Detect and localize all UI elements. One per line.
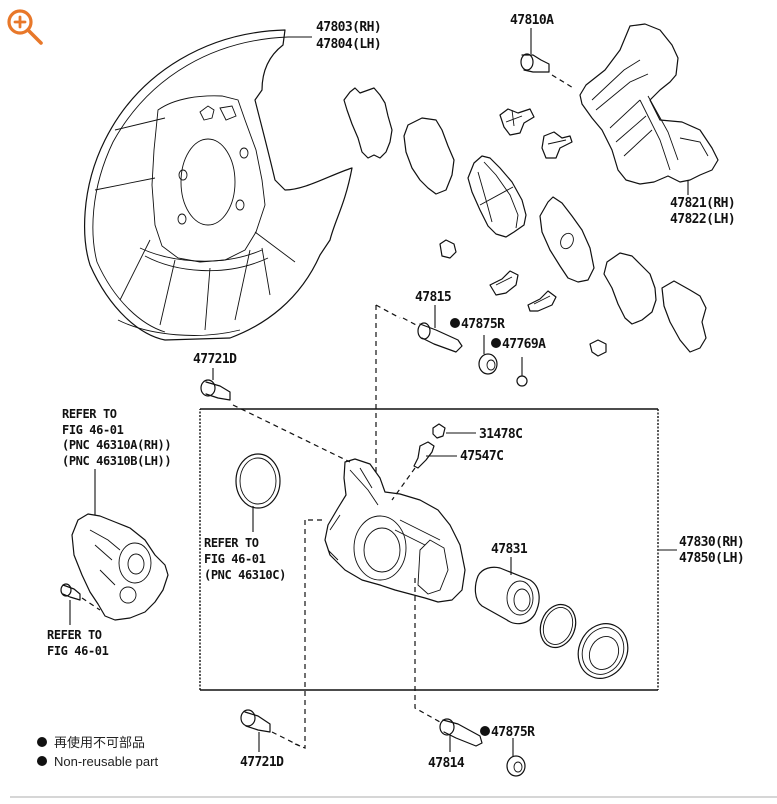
pad-support-plate-2[interactable] <box>541 131 573 159</box>
small-clip[interactable] <box>589 339 607 357</box>
label-47875r-lower[interactable]: 47875R <box>491 725 536 740</box>
non-reusable-dot <box>450 318 460 328</box>
bolt-47721d-top[interactable] <box>200 379 231 401</box>
dash-bolt-bottom <box>294 520 306 749</box>
bush-47875r-upper[interactable] <box>478 353 498 375</box>
refer-seal-line-1[interactable]: REFER TO <box>204 536 259 550</box>
cylinder-boot[interactable] <box>569 615 636 686</box>
caliper-mounting-bracket[interactable] <box>579 23 719 185</box>
anti-squeal-shim-4[interactable] <box>661 280 707 353</box>
refer-knuckle-line-3[interactable]: (PNC 46310A(RH)) <box>62 438 172 452</box>
dash-47810a <box>551 74 576 90</box>
pad-support-plate-3[interactable] <box>489 270 519 296</box>
dash-bleeder <box>391 467 416 501</box>
legend-item-english: Non-reusable part <box>54 754 158 769</box>
label-47822[interactable]: 47822(LH) <box>670 212 736 227</box>
dash-bolt-top <box>232 404 351 463</box>
knuckle-bolt[interactable] <box>60 583 81 601</box>
refer-knuckle-line-4[interactable]: (PNC 46310B(LH)) <box>62 454 172 468</box>
pad-support-plate-4[interactable] <box>527 290 557 312</box>
zoom-in-icon <box>7 9 43 45</box>
legend-dot <box>37 756 47 766</box>
label-47721d-bottom[interactable]: 47721D <box>240 755 285 770</box>
slide-pin-upper[interactable] <box>417 322 463 353</box>
pad-support-plate-1[interactable] <box>499 108 535 136</box>
brake-pad-inner[interactable] <box>467 155 527 238</box>
bleeder-plug[interactable] <box>413 441 435 469</box>
bleeder-plug-cap[interactable] <box>432 423 446 439</box>
label-47830[interactable]: 47830(RH) <box>679 535 745 550</box>
zoom-in-button[interactable] <box>4 6 46 46</box>
pad-wear-indicator[interactable] <box>439 239 457 259</box>
label-47810a[interactable]: 47810A <box>510 13 555 28</box>
bolt-47721d-bottom[interactable] <box>240 709 271 733</box>
piston[interactable] <box>474 566 540 625</box>
slide-pin-lower[interactable] <box>439 718 483 747</box>
refer-bolt-line-2[interactable]: FIG 46-01 <box>47 644 109 658</box>
label-47875r-upper[interactable]: 47875R <box>461 317 506 332</box>
anti-squeal-shim-1[interactable] <box>343 87 393 159</box>
piston-seal-ring[interactable] <box>235 453 281 509</box>
label-47831[interactable]: 47831 <box>491 542 529 557</box>
anti-squeal-shim-2[interactable] <box>403 117 455 195</box>
bottom-divider <box>10 796 777 798</box>
disc-dust-cover[interactable] <box>84 29 353 341</box>
refer-seal-line-2[interactable]: FIG 46-01 <box>204 552 266 566</box>
non-reusable-dot <box>491 338 501 348</box>
label-47850[interactable]: 47850(LH) <box>679 551 745 566</box>
piston-seal[interactable] <box>535 600 582 653</box>
label-47547c[interactable]: 47547C <box>460 449 504 464</box>
bush-47875r-lower[interactable] <box>506 755 526 777</box>
steering-knuckle[interactable] <box>71 513 169 621</box>
dash-knuckle-bolt <box>81 597 101 611</box>
legend-dot <box>37 737 47 747</box>
bush-dust-47769a[interactable] <box>516 375 528 387</box>
label-47803[interactable]: 47803(RH) <box>316 20 382 35</box>
legend-item-japanese: 再使用不可部品 <box>54 735 145 750</box>
dash-slide-pin-upper-2 <box>375 304 401 319</box>
label-47815[interactable]: 47815 <box>415 290 452 305</box>
legend: 再使用不可部品 Non-reusable part <box>37 735 158 769</box>
label-31478c[interactable]: 31478C <box>479 427 523 442</box>
refer-knuckle-line-1[interactable]: REFER TO <box>62 407 117 421</box>
label-47804[interactable]: 47804(LH) <box>316 37 382 52</box>
anti-squeal-shim-3[interactable] <box>603 252 657 325</box>
mounting-bolt-47810a[interactable] <box>520 53 550 73</box>
brake-pad-outer[interactable] <box>539 196 595 283</box>
refer-knuckle-line-2[interactable]: FIG 46-01 <box>62 423 124 437</box>
dash-47815 <box>402 317 419 327</box>
label-47821[interactable]: 47821(RH) <box>670 196 736 211</box>
caliper-cylinder-body[interactable] <box>324 458 466 603</box>
label-47769a[interactable]: 47769A <box>502 337 547 352</box>
refer-seal-line-3[interactable]: (PNC 46310C) <box>204 568 286 582</box>
dash-slide-pin-lower <box>414 578 441 723</box>
non-reusable-dot <box>480 726 490 736</box>
label-47721d-top[interactable]: 47721D <box>193 352 238 367</box>
label-47814[interactable]: 47814 <box>428 756 466 771</box>
refer-bolt-line-1[interactable]: REFER TO <box>47 628 102 642</box>
